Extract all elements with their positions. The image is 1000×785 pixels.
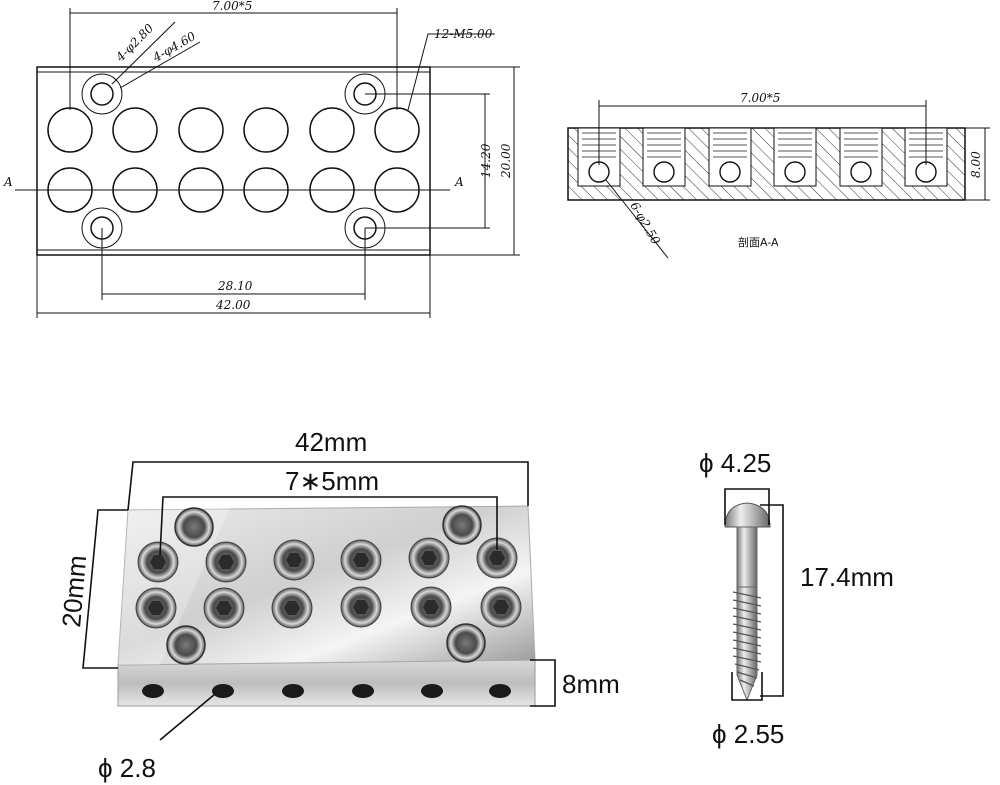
section-mark-right: A	[454, 175, 464, 189]
top-view-drawing: A A 7.00*5 4-φ2.80 4-φ4.60 12-M5.00 14.2…	[3, 0, 520, 318]
screw-shank-label: ϕ 2.55	[712, 719, 784, 749]
cross-bores	[588, 161, 937, 183]
dim-height: 20.00	[499, 143, 513, 179]
dim-pitch-section: 7.00*5	[740, 91, 780, 105]
dim-thickness: 8.00	[969, 151, 983, 178]
mounting-holes	[81, 73, 386, 249]
dim-width: 42.00	[215, 298, 251, 312]
plate-outline	[36, 66, 431, 256]
dim-hole-small: 4-φ2.80	[113, 21, 157, 65]
screw-head-label: ϕ 4.25	[699, 448, 771, 478]
screw-length-label: 17.4mm	[800, 562, 894, 592]
section-caption: 剖面A-A	[738, 235, 779, 249]
photo-width-label: 42mm	[295, 427, 367, 457]
dim-pitch-top: 7.00*5	[212, 0, 252, 13]
section-view-drawing: 7.00*5 8.00 6-φ2.50 剖面A-A	[567, 91, 990, 259]
screw-head	[724, 502, 771, 528]
string-holes	[47, 107, 420, 213]
bridge-photo: 42mm 7∗5mm 20mm 8mm ϕ 2.8	[56, 427, 620, 783]
dim-thread: 12-M5.00	[434, 27, 493, 41]
section-mark-left: A	[3, 175, 13, 189]
dim-mount-span: 28.10	[217, 279, 253, 293]
bridge-side-face	[117, 659, 536, 707]
dim-bore: 6-φ2.50	[627, 200, 663, 248]
screw-photo: ϕ 4.25 17.4mm ϕ 2.55	[699, 448, 894, 749]
mount-countersinks	[166, 505, 486, 665]
dim-height-inner: 14.20	[479, 143, 493, 178]
photo-thickness-label: 8mm	[562, 669, 620, 699]
hex-sockets	[148, 551, 509, 615]
screw-shank	[736, 526, 758, 588]
photo-pitch-label: 7∗5mm	[285, 466, 379, 496]
photo-side-hole-label: ϕ 2.8	[98, 753, 156, 783]
side-holes	[142, 684, 511, 698]
photo-height-label: 20mm	[56, 554, 92, 629]
